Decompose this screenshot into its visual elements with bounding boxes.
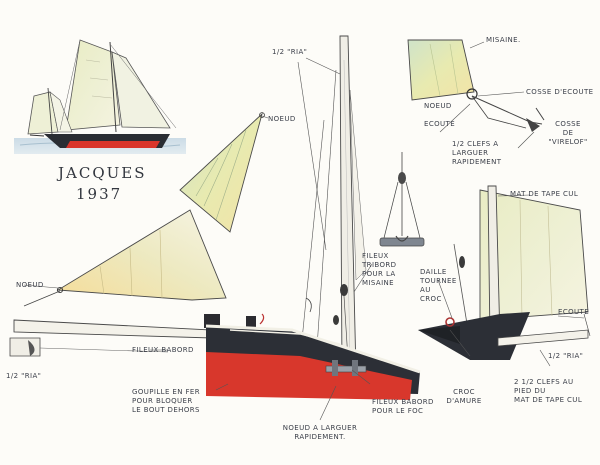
label-goupille: GOUPILLE EN FER POUR BLOQUER LE BOUT DEH… [132,388,200,415]
label-cosse-ecoute: COSSE D'ECOUTE [526,88,594,97]
label-daille: DAILLE TOURNEE AU CROC [420,268,457,304]
label-fileux-babord-foc: FILEUX BABORD POUR LE FOC [372,398,434,416]
large-foresail [24,210,226,306]
label-noeud-upper: NOEUD [268,115,296,124]
misaine-clew-detail [408,40,544,132]
label-ecoute-detail: ECOUTE [424,120,455,129]
label-fileux-babord: FILEUX BABORD [132,346,194,355]
main-mast [298,36,366,372]
label-cosse-virelof: COSSE DE "VIRELOF" [540,120,596,147]
block-toggle-detail [380,152,424,246]
label-clefs-pied: 2 1/2 CLEFS AU PIED DU MAT DE TAPE CUL [514,378,582,405]
label-noeud-left: NOEUD [16,281,44,290]
boat-name: JACQUES [58,164,147,182]
label-noeud-detail: NOEUD [424,102,452,111]
label-misaine: MISAINE. [486,36,521,45]
label-mat-de-tape-cul: MAT DE TAPE CUL [510,190,578,199]
upper-jib-sail [180,113,264,232]
label-ecoute-right: ECOUTE [558,308,589,317]
label-ria-left: 1/2 "RIA" [6,372,41,381]
label-ria-top: 1/2 "RIA" [272,48,307,57]
label-ria-right: 1/2 "RIA" [548,352,583,361]
label-fileux-tribord: FILEUX TRIBORD POUR LA MISAINE [362,252,396,288]
small-boat-illustration [14,40,186,154]
hull-and-bowsprit [10,314,420,400]
label-clefs-larguer: 1/2 CLEFS A LARGUER RAPIDEMENT [452,140,501,167]
label-croc-amure: CROC D'AMURE [436,388,492,406]
label-noeud-larguer: NOEUD A LARGUER RAPIDEMENT. [272,424,368,442]
boat-year: 1937 [76,185,122,203]
